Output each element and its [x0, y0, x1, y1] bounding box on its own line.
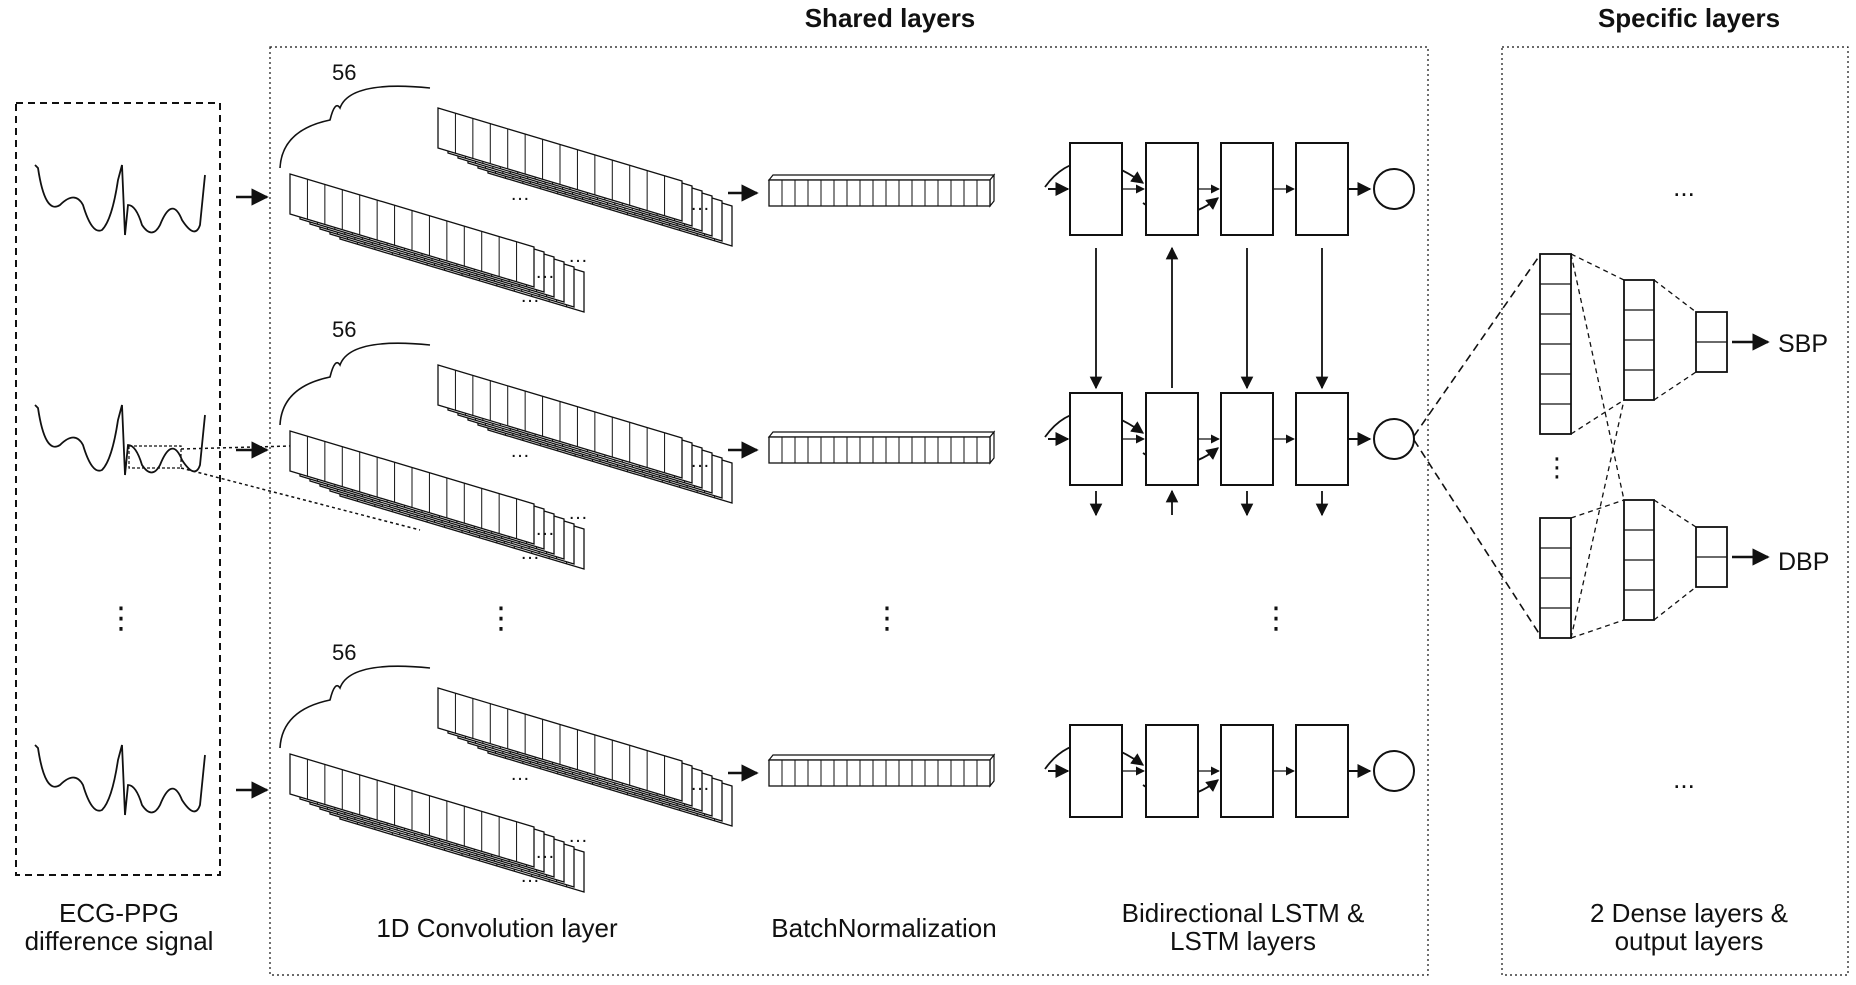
conv-feature-maps: 56……………: [279, 317, 759, 570]
filter-count-label: 56: [332, 60, 356, 85]
batchnorm-vector: [767, 753, 996, 788]
signal-waveform: [34, 744, 206, 816]
dense-mid-ellipsis: ⋮: [1544, 452, 1570, 482]
stack-ellipsis: …: [568, 825, 588, 847]
lstm-cell: [1295, 392, 1349, 486]
batchnorm-vector: [767, 430, 996, 465]
input-label-line2: difference signal: [25, 926, 214, 956]
stack-ellipsis: …: [520, 542, 540, 564]
lstm-output-node: [1373, 750, 1415, 792]
dense-layer-2: [1623, 279, 1655, 401]
conv-feature-maps: 56……………: [279, 640, 759, 893]
stack-ellipsis: …: [520, 865, 540, 887]
lstm-cell: [1295, 142, 1349, 236]
output-layer: [1695, 311, 1728, 373]
dense-bottom-ellipsis: ...: [1673, 764, 1695, 794]
sbp-output-label: SBP: [1778, 330, 1828, 358]
conv-ellipsis: ⋮: [486, 602, 516, 635]
feature-map-strip: [437, 364, 683, 479]
shared-layers-title: Shared layers: [805, 3, 976, 33]
stack-ellipsis: …: [690, 193, 710, 215]
feature-map-strip: [289, 173, 535, 288]
specific-layers-title: Specific layers: [1598, 3, 1780, 33]
lstm-cell: [1069, 724, 1123, 818]
stack-ellipsis: …: [690, 450, 710, 472]
stack-ellipsis: …: [535, 518, 555, 540]
dense-layers: [1413, 253, 1770, 639]
lstm-cell: [1145, 142, 1199, 236]
lstm-cell: [1069, 142, 1123, 236]
batchnorm-vector: [767, 173, 996, 208]
lstm-cell: [1220, 392, 1274, 486]
input-label-line1: ECG-PPG: [59, 898, 179, 928]
lstm-output-node: [1373, 168, 1415, 210]
lstm-label-line1: Bidirectional LSTM &: [1122, 898, 1365, 928]
lstm-label-line2: LSTM layers: [1170, 926, 1316, 956]
filter-brace: [279, 665, 431, 749]
dense-top-ellipsis: ...: [1673, 172, 1695, 202]
stack-ellipsis: …: [568, 245, 588, 267]
dense-label-line2: output layers: [1615, 926, 1764, 956]
filter-brace: [279, 85, 431, 169]
output-layer: [1695, 526, 1728, 588]
input-ellipsis: ⋮: [106, 602, 136, 635]
stack-ellipsis: …: [535, 261, 555, 283]
lstm-output-node: [1373, 418, 1415, 460]
dense-layer-1: [1539, 253, 1572, 435]
conv-feature-maps: 56……………: [279, 60, 759, 313]
feature-map-strip: [289, 753, 535, 868]
feature-map-strip: [437, 107, 683, 222]
filter-brace: [279, 342, 431, 426]
signal-zoom-window: [128, 445, 182, 469]
lstm-cell: [1145, 392, 1199, 486]
feature-map-strip: [289, 430, 535, 545]
specific-layers-frame: [1501, 46, 1849, 976]
feature-map-strip: [437, 687, 683, 802]
dbp-output-label: DBP: [1778, 548, 1829, 576]
dense-layer-1: [1539, 517, 1572, 639]
stack-ellipsis: …: [510, 440, 530, 462]
lstm-cells: [1044, 142, 1415, 236]
lstm-cell: [1220, 724, 1274, 818]
filter-count-label: 56: [332, 317, 356, 342]
zoom-line: [180, 467, 421, 531]
batchnorm-ellipsis: ⋮: [872, 602, 902, 635]
lstm-ellipsis: ⋮: [1261, 602, 1291, 635]
dense-layer-2: [1623, 499, 1655, 621]
batchnorm-label: BatchNormalization: [771, 913, 996, 943]
lstm-cell: [1220, 142, 1274, 236]
filter-count-label: 56: [332, 640, 356, 665]
lstm-cell: [1145, 724, 1199, 818]
lstm-cell: [1295, 724, 1349, 818]
signal-waveform: [34, 164, 206, 236]
zoom-line: [180, 445, 291, 450]
input-signal-frame: [15, 102, 221, 876]
stack-ellipsis: …: [690, 773, 710, 795]
lstm-cells: [1044, 724, 1415, 818]
stack-ellipsis: …: [510, 763, 530, 785]
lstm-cells: [1044, 392, 1415, 517]
stack-ellipsis: …: [510, 183, 530, 205]
stack-ellipsis: …: [568, 502, 588, 524]
dense-label-line1: 2 Dense layers &: [1590, 898, 1788, 928]
lstm-cell: [1069, 392, 1123, 486]
shared-layers-frame: [269, 46, 1429, 976]
input-signals: [34, 164, 421, 816]
signal-waveform: [34, 404, 206, 476]
stack-ellipsis: …: [520, 285, 540, 307]
conv-layer-label: 1D Convolution layer: [376, 913, 618, 943]
stack-ellipsis: …: [535, 841, 555, 863]
